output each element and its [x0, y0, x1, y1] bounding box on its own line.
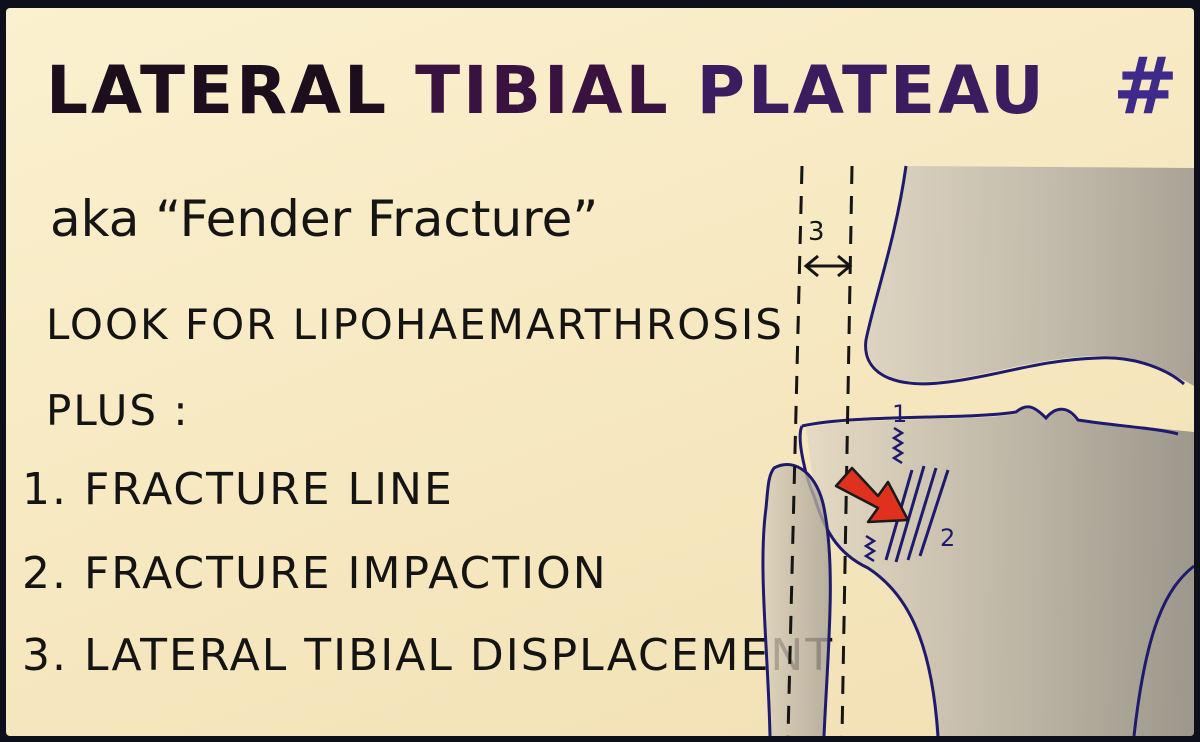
tibia-shape — [806, 408, 1194, 736]
title-word-lateral: LATERAL — [46, 52, 390, 129]
list-item-fracture-impaction: 2. FRACTURE IMPACTION — [22, 548, 608, 599]
note-card: LATERAL TIBIAL PLATEAU # aka “Fender Fra… — [6, 8, 1194, 736]
tibia-lateral-edge — [798, 425, 940, 736]
fracture-zigzag-lower — [863, 534, 877, 563]
fibula-outline — [761, 462, 832, 736]
aka-line: aka “Fender Fracture” — [50, 190, 599, 248]
guide-line-right — [840, 165, 854, 736]
card-title: LATERAL TIBIAL PLATEAU # — [46, 42, 1178, 152]
diagram-label-2: 2 — [940, 524, 955, 552]
tibia-medial-edge — [1132, 564, 1194, 736]
plus-line: PLUS : — [46, 386, 190, 435]
diagram-label-1: 1 — [892, 400, 907, 428]
tibia-outline — [801, 405, 1179, 436]
look-for-line: LOOK FOR LIPOHAEMARTHROSIS — [46, 300, 784, 349]
displacement-arrow-head-left — [803, 254, 819, 278]
fibula-shape — [762, 465, 831, 736]
title-word-plateau: PLATEAU — [696, 52, 1047, 129]
femur-outline — [864, 165, 1185, 386]
impaction-arrow — [834, 466, 910, 524]
impaction-line-4 — [918, 469, 950, 557]
impaction-line-3 — [906, 467, 938, 561]
list-item-lateral-tibial-displacement: 3. LATERAL TIBIAL DISPLACEMENT — [22, 630, 835, 681]
title-word-tibial: TIBIAL — [415, 52, 671, 129]
displacement-arrow-head-right — [837, 254, 853, 278]
list-item-fracture-line: 1. FRACTURE LINE — [22, 464, 454, 515]
femur-shape — [867, 166, 1194, 386]
diagram-label-3: 3 — [808, 217, 825, 247]
title-hash-symbol: # — [1112, 42, 1182, 132]
impaction-line-2 — [894, 465, 926, 563]
fracture-zigzag-upper — [891, 426, 905, 465]
knee-diagram: 3 1 2 — [761, 165, 1194, 736]
guide-line-left — [786, 165, 804, 736]
